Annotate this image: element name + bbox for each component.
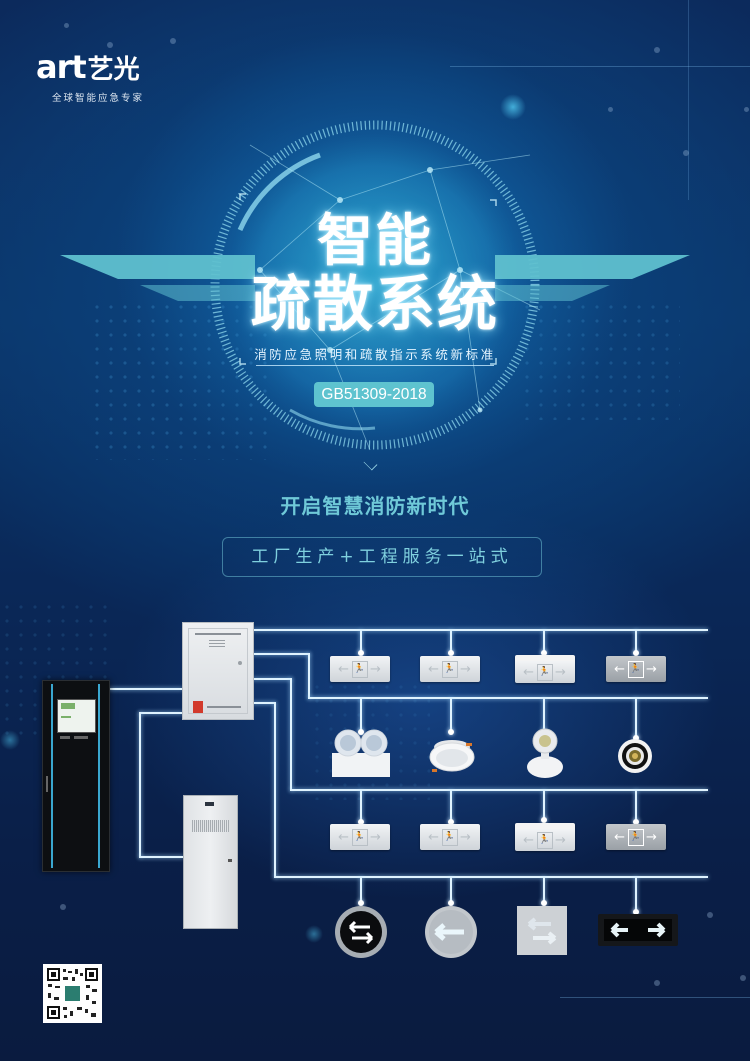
exit-sign: ←🏃→ — [606, 824, 666, 850]
bokeh-dot — [654, 980, 660, 986]
recessed-light — [618, 739, 652, 773]
exit-sign: ←🏃→ — [420, 824, 480, 850]
downlight — [429, 740, 475, 772]
standard-badge: GB51309-2018 — [314, 382, 434, 407]
bokeh-dot — [654, 47, 660, 53]
glow-dot — [305, 925, 323, 943]
power-cabinet — [183, 795, 238, 929]
brand-tagline: 全球智能应急专家 — [52, 93, 145, 104]
hero-subtitle: 消防应急照明和疏散指示系统新标准 — [254, 347, 496, 362]
wing-graphic — [60, 255, 690, 301]
bokeh-dot — [170, 38, 176, 44]
glow-dot — [0, 730, 20, 750]
control-cabinet — [42, 680, 110, 872]
bokeh-dot — [707, 912, 713, 918]
line-decoration — [560, 997, 750, 998]
hero-title-line2: 疏散系统 — [251, 270, 499, 340]
bus-line-3 — [290, 789, 708, 791]
logo-latin: art — [36, 48, 87, 86]
slogan: 开启智慧消防新时代 — [280, 494, 470, 518]
exit-sign: ←🏃→ — [606, 656, 666, 682]
logo-cn: 艺光 — [87, 55, 140, 85]
exit-figure-icon: 🏃 — [352, 828, 368, 846]
bokeh-dot — [107, 42, 113, 48]
exit-sign: ←🏃→ — [515, 655, 575, 683]
glow-dot — [500, 94, 526, 120]
cabinet-screen — [57, 699, 96, 733]
dot-grid-decoration — [520, 300, 680, 420]
bokeh-dot — [60, 904, 66, 910]
exit-sign: ←🏃→ — [420, 656, 480, 682]
round-double-arrow-indicator — [335, 906, 387, 958]
service-tagline-box: 工厂生产+工程服务一站式 — [222, 537, 542, 577]
line-decoration — [450, 66, 750, 67]
bus-line-2 — [308, 697, 708, 699]
exit-sign: ←🏃→ — [330, 824, 390, 850]
exit-sign: ←🏃→ — [515, 823, 575, 851]
qr-code-pattern — [47, 968, 98, 1019]
distribution-panel — [182, 622, 254, 720]
bokeh-dot — [683, 150, 689, 156]
bokeh-dot — [740, 975, 746, 981]
exit-figure-icon: 🏃 — [352, 660, 368, 678]
round-left-arrow-indicator — [425, 906, 477, 958]
exit-figure-icon: 🏃 — [537, 663, 553, 681]
bus-line-1 — [252, 629, 708, 631]
bus-line-4 — [274, 876, 708, 878]
bokeh-dot — [64, 23, 69, 28]
qr-code[interactable] — [43, 964, 102, 1023]
bokeh-dot — [744, 107, 749, 112]
square-double-arrow-indicator — [517, 906, 567, 955]
subtitle-underline — [256, 365, 494, 366]
spot-light — [527, 728, 563, 778]
exit-figure-icon: 🏃 — [628, 828, 644, 846]
exit-figure-icon: 🏃 — [442, 660, 458, 678]
exit-figure-icon: 🏃 — [628, 660, 644, 678]
exit-sign: ←🏃→ — [330, 656, 390, 682]
brand-logo: art艺光 — [36, 51, 140, 85]
hero-title-line1: 智能 — [317, 209, 433, 274]
twin-head-light — [332, 729, 390, 777]
bokeh-dot — [608, 107, 613, 112]
exit-figure-icon: 🏃 — [537, 831, 553, 849]
line-decoration — [688, 0, 689, 200]
rect-double-arrow-indicator — [598, 914, 678, 946]
exit-figure-icon: 🏃 — [442, 828, 458, 846]
